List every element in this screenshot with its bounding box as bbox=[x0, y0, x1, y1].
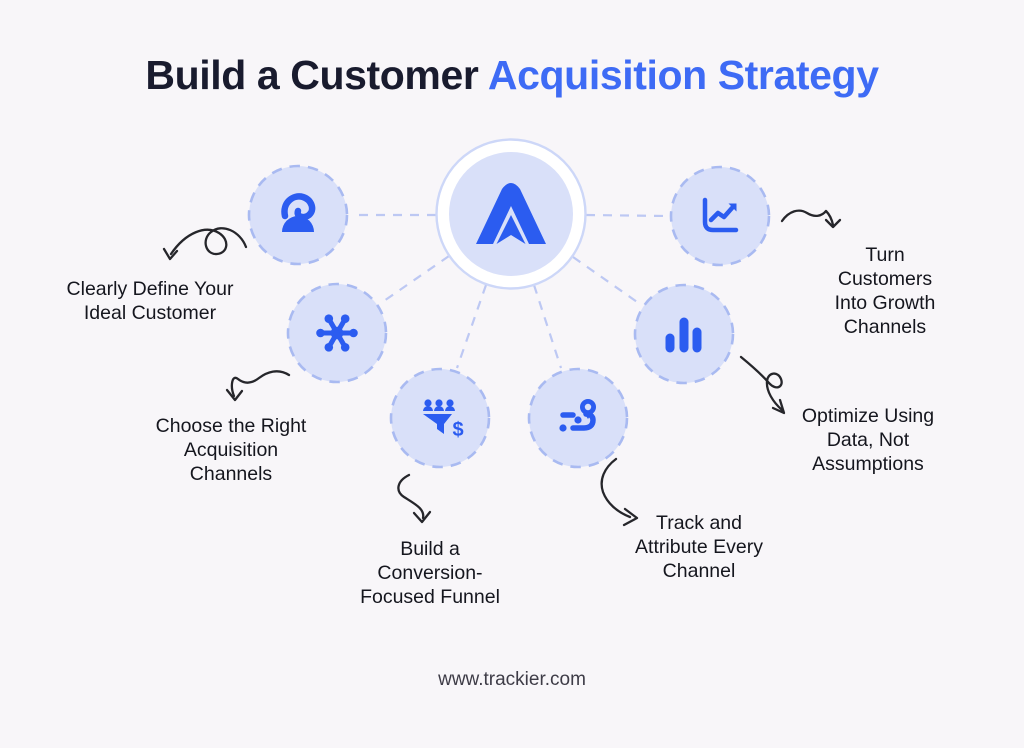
website-url: www.trackier.com bbox=[438, 669, 586, 690]
curve-arrow-funnel bbox=[397, 473, 432, 524]
hub-node bbox=[435, 138, 587, 290]
label-define-customer: Clearly Define Your Ideal Customer bbox=[66, 278, 234, 324]
node-circle-growth-channels bbox=[669, 165, 771, 267]
connector-line bbox=[380, 255, 450, 304]
curve-arrow-left bbox=[225, 370, 291, 402]
route-pin-icon bbox=[559, 399, 596, 432]
node-circle-choose-channels bbox=[286, 282, 388, 384]
trackier-logo-icon bbox=[476, 183, 546, 244]
loop-arrow-top-left bbox=[162, 227, 248, 261]
curve-arrow-route bbox=[600, 457, 639, 527]
funnel-dollar-icon: $ bbox=[423, 399, 464, 441]
annotation-arrows bbox=[162, 209, 842, 527]
bar-chart-icon bbox=[665, 317, 702, 353]
node-circle-define-customer bbox=[247, 164, 349, 266]
label-optimize-data: Optimize Using Data, Not Assumptions bbox=[801, 405, 935, 475]
page-title: Build a Customer Acquisition Strategy bbox=[0, 52, 1024, 99]
node-circle-conversion-funnel: $ bbox=[389, 367, 491, 469]
connector-line bbox=[532, 284, 563, 369]
connector-line bbox=[572, 256, 641, 305]
loop-arrow-right bbox=[739, 355, 786, 415]
hub-fill bbox=[449, 152, 573, 276]
label-choose-channels: Choose the Right Acquisition Channels bbox=[155, 415, 307, 485]
connector-lines bbox=[352, 213, 668, 369]
connector-line bbox=[585, 213, 668, 218]
person-signal-icon bbox=[281, 193, 316, 232]
svg-text:$: $ bbox=[452, 419, 463, 441]
wave-arrow-top-right bbox=[780, 209, 842, 229]
label-growth-channels: Turn Customers Into Growth Channels bbox=[834, 244, 936, 338]
line-chart-icon bbox=[702, 197, 739, 233]
label-track-attribute: Track and Attribute Every Channel bbox=[635, 512, 763, 582]
title-prefix: Build a Customer bbox=[145, 52, 488, 98]
label-conversion-funnel: Build a Conversion- Focused Funnel bbox=[360, 538, 500, 608]
connector-line bbox=[455, 284, 488, 369]
node-circle-optimize-data bbox=[633, 283, 735, 385]
network-hub-icon bbox=[316, 314, 358, 352]
title-highlight: Acquisition Strategy bbox=[487, 52, 879, 98]
node-circle-track-attribute bbox=[527, 367, 629, 469]
